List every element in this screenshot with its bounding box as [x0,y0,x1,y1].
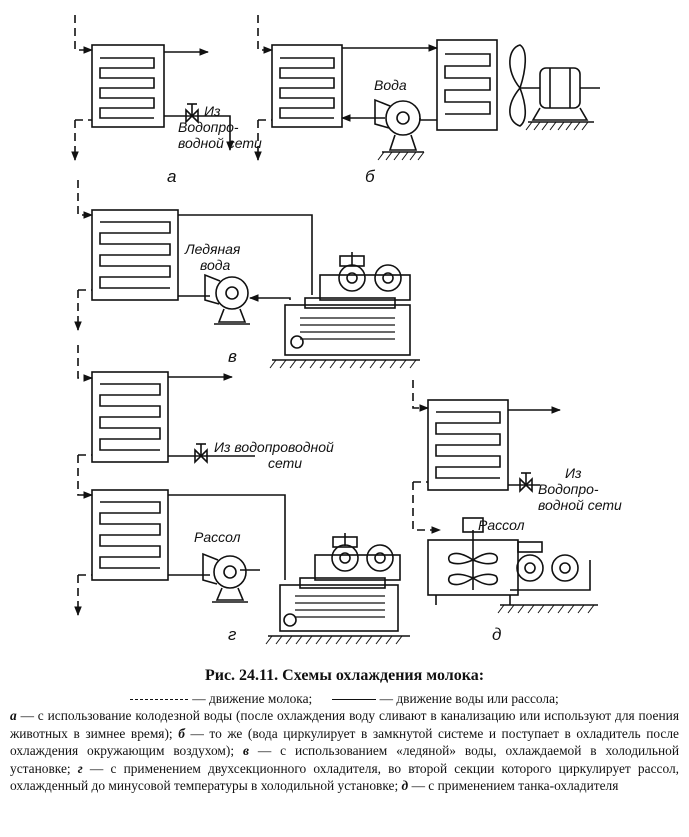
label-iz-d: Из [565,465,582,481]
refrigeration-unit-g [265,533,410,645]
caption-letter-d: д [401,778,409,794]
caption-text-d: — с применением танка-охладителя [411,778,619,794]
label-vodnoy-seti-d: водной сети [538,497,622,513]
scheme-v [74,180,420,369]
label-vodopro-a: Водопро- [178,119,239,135]
label-iz-a: Из [204,103,221,119]
valve-g [194,448,208,464]
milk-line-sample [130,699,189,701]
caption-text-a: — с использование колодезной воды (после… [10,708,679,741]
caption-text: а — с использование колодезной воды (пос… [10,707,679,794]
scheme-b [254,15,600,161]
caption-letter-g: г [77,760,83,776]
pump-g [202,552,248,603]
label-seti-g: сети [268,455,302,471]
caption-text-g: — с применением двухсекционного охладите… [10,760,680,794]
pump-v [204,273,250,325]
scheme-letter-d: д [492,625,501,644]
caption-letter-a: а [10,708,17,724]
air-cooler-b [436,39,498,131]
cooler-a-coil [99,57,155,119]
valve-d [519,477,533,493]
cooler-b [271,44,343,128]
caption-letter-v: в [242,743,249,759]
water-line-sample [331,699,376,701]
scheme-g [74,345,410,645]
scheme-letter-g: г [228,625,236,644]
refrigeration-unit-v [269,252,420,369]
valve-a [185,108,199,124]
label-iz-vodoprovodnoy-g: Из водопроводной [214,439,334,455]
label-rassol-d: Рассол [478,517,525,533]
cooling-tank-d [427,517,519,605]
caption-letter-b: б [178,725,185,741]
pump-b [374,98,425,161]
label-vodopro-d: Водопро- [538,481,599,497]
cooler-a [91,44,165,128]
label-rassol-g: Рассол [194,529,241,545]
label-voda-b: Вода [374,77,407,93]
milk-flow-a [74,15,93,54]
caption-text-v: — с использованием «ледяной» воды, охлаж… [10,743,679,776]
caption-text-b: — то же (вода циркулирует в замкнутой си… [10,725,679,759]
cooler-v [91,209,179,301]
cooler-d [427,399,509,491]
figure-caption: — движение молока; — движение воды или р… [10,690,679,794]
scheme-a [71,15,234,161]
label-voda-v: вода [200,257,231,273]
legend-water: — движение воды или рассола; [379,691,559,706]
fan-b [509,44,600,131]
legend: — движение молока; — движение воды или р… [10,690,679,707]
cooler-g-bottom [91,489,169,581]
legend-milk: — движение молока; [192,691,313,706]
scheme-letter-b: б [365,167,376,186]
scheme-d [412,380,598,614]
scheme-letter-a: а [167,167,176,186]
figure-title: Рис. 24.11. Схемы охлаждения молока: [204,667,485,684]
label-vodnoy-seti-a: водной сети [178,135,262,151]
label-ledyanaya-v: Ледяная [184,241,241,257]
scheme-letter-v: в [228,347,237,366]
cooler-g-top [91,371,169,463]
refrigeration-unit-d [497,541,598,614]
cooling-schemes-diagram: Из Водопро- водной сети Вода Ледяная вод… [71,15,622,645]
